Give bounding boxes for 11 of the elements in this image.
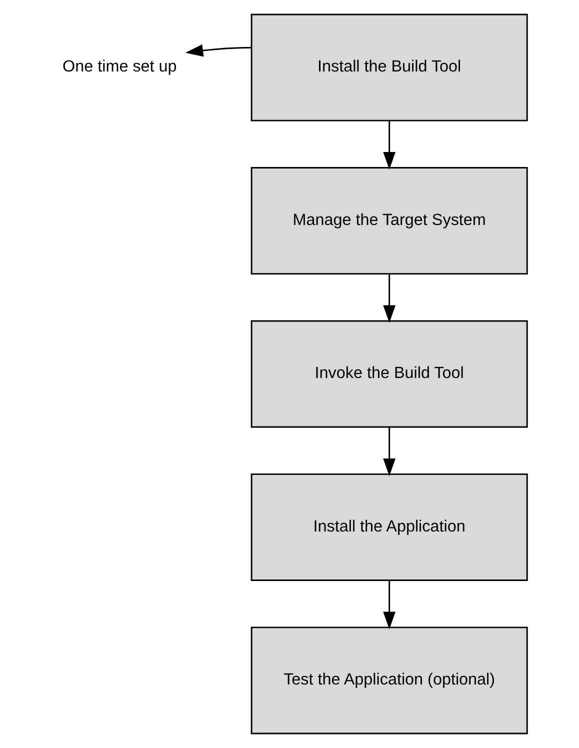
node-box: Install the Build Tool [250, 14, 528, 122]
arrow [383, 120, 396, 170]
arrow [383, 274, 396, 323]
arrow [383, 427, 396, 476]
node-box: Install the Application [250, 473, 528, 582]
node-box: Test the Application (optional) [250, 626, 528, 734]
arrow [383, 580, 396, 630]
node-box: Invoke the Build Tool [250, 320, 528, 428]
arrow [185, 44, 252, 57]
node-text: One time set up [62, 58, 177, 76]
node-box: Manage the Target System [250, 166, 528, 275]
